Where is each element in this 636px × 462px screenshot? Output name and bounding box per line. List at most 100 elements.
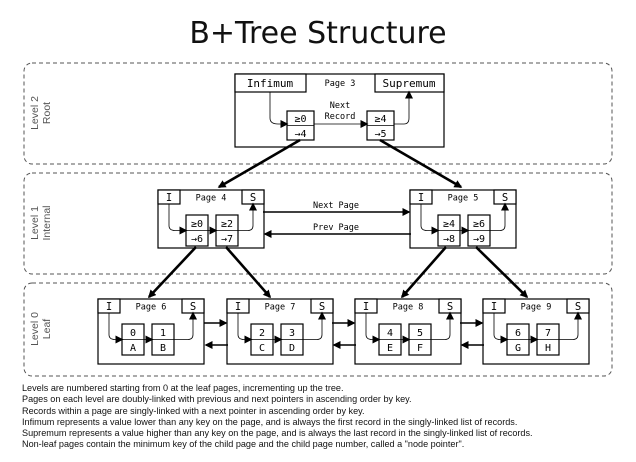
prev-page-label: Prev Page (313, 223, 359, 233)
internal-supremum-arrow (238, 202, 257, 231)
root-record-to-supremum-arrow (394, 90, 413, 125)
svg-text:Level 0: Level 0 (29, 312, 41, 346)
leaf-record-key: 0 (130, 328, 136, 339)
internal-page-label: Page 5 (448, 194, 479, 204)
root-infimum-label: Infimum (247, 77, 294, 90)
leaf-infimum-label: I (106, 301, 112, 313)
internal-supremum-arrow (490, 202, 509, 231)
leaf-infimum-arrow (108, 313, 124, 344)
note-line: Supremum represents a value higher than … (22, 428, 533, 439)
leaf-page-label: Page 8 (393, 303, 424, 313)
root-supremum-label: Supremum (383, 77, 436, 90)
leaf-record-val: F (417, 343, 423, 354)
internal-page: I Page 4 S ≥0 →6 ≥2 →7 (157, 189, 265, 249)
next-record-label-line2: Record (325, 112, 356, 122)
leaf-infimum-arrow (365, 313, 381, 344)
tree-edges (147, 138, 529, 299)
level-0-label: Level 0 Leaf (29, 312, 53, 346)
leaf-supremum-label: S (447, 301, 453, 313)
internal-record-key: ≥2 (221, 219, 233, 230)
leaf-infimum-label: I (491, 301, 497, 313)
leaf-record-key: 3 (289, 328, 295, 339)
internal-record-key: ≥6 (473, 219, 485, 230)
leaf-page: I Page 8 S 4E 5F (354, 298, 462, 365)
leaf-record-val: E (387, 343, 393, 354)
leaf-record-key: 1 (160, 328, 166, 339)
svg-text:Root: Root (41, 102, 53, 124)
level-1-label: Level 1 Internal (29, 205, 53, 240)
leaf-record-val: G (515, 343, 521, 354)
leaf-supremum-arrow (303, 311, 326, 340)
level-0-container (23, 282, 613, 377)
diagram-title: B+Tree Structure (189, 16, 446, 51)
leaf-page: I Page 7 S 2C 3D (226, 298, 334, 365)
leaf-supremum-label: S (575, 301, 581, 313)
edge-root-to-page-5 (379, 138, 463, 189)
leaf-supremum-arrow (431, 311, 454, 340)
internal-record-key: ≥4 (443, 219, 455, 230)
svg-text:Level 2: Level 2 (29, 96, 41, 130)
level-1-container (23, 172, 613, 275)
internal-record-key: ≥0 (191, 219, 203, 230)
edge-root-to-page-4 (217, 138, 301, 189)
leaf-page-label: Page 7 (265, 303, 296, 313)
level-2-label: Level 2 Root (29, 96, 53, 130)
root-infimum-to-record-arrow (269, 92, 289, 128)
internal-infimum-arrow (168, 204, 188, 235)
root-page-label: Page 3 (325, 79, 356, 89)
leaf-infimum-label: I (235, 301, 241, 313)
leaf-record-val: C (259, 343, 265, 354)
root-record-1-ptr: →4 (294, 129, 306, 140)
internal-sibling-links: Next Page Prev Page (263, 201, 411, 238)
root-record-2-key: ≥4 (374, 114, 386, 125)
leaf-record-val: H (545, 343, 551, 354)
next-page-label: Next Page (313, 201, 359, 211)
leaf-record-val: D (289, 343, 295, 354)
internal-supremum-label: S (250, 192, 256, 204)
note-line: Infimum represents a value lower than an… (22, 416, 518, 427)
leaf-supremum-arrow (174, 311, 197, 340)
internal-record-ptr: →9 (473, 234, 485, 245)
internal-record-ptr: →8 (443, 234, 455, 245)
level-2-container (23, 62, 613, 165)
leaf-sibling-links (204, 319, 484, 349)
leaf-record-val: A (130, 343, 136, 354)
leaf-supremum-arrow (559, 311, 582, 340)
root-record-1-key: ≥0 (294, 114, 306, 125)
internal-record-ptr: →6 (191, 234, 203, 245)
edge-page-5-to-page-9 (475, 246, 529, 299)
explanation-notes: Levels are numbered starting from 0 at t… (22, 383, 632, 451)
root-page: Infimum Page 3 Supremum ≥0 →4 ≥4 →5 Next… (234, 73, 445, 148)
svg-text:Leaf: Leaf (41, 319, 53, 340)
leaf-page-label: Page 6 (136, 303, 167, 313)
internal-infimum-arrow (420, 204, 440, 235)
note-line: Non-leaf pages contain the minimum key o… (22, 439, 465, 450)
leaf-record-key: 6 (515, 328, 521, 339)
leaf-record-key: 4 (387, 328, 393, 339)
leaf-page: I Page 9 S 6G 7H (482, 298, 590, 365)
leaf-infimum-arrow (493, 313, 509, 344)
next-record-label-line1: Next (330, 101, 350, 111)
leaf-infimum-arrow (237, 313, 253, 344)
internal-infimum-label: I (166, 192, 172, 204)
internal-record-ptr: →7 (221, 234, 233, 245)
edge-page-4-to-page-7 (225, 246, 271, 299)
internal-page-label: Page 4 (196, 194, 227, 204)
leaf-page-label: Page 9 (521, 303, 552, 313)
svg-text:Internal: Internal (41, 205, 53, 240)
note-line: Levels are numbered starting from 0 at t… (22, 383, 344, 393)
leaf-infimum-label: I (363, 301, 369, 313)
leaf-page: I Page 6 S 0A 1B (97, 298, 205, 365)
internal-infimum-label: I (418, 192, 424, 204)
leaf-supremum-label: S (319, 301, 325, 313)
note-line: Records within a page are singly-linked … (22, 405, 365, 416)
note-line: Pages on each level are doubly-linked wi… (22, 394, 412, 405)
svg-text:Level 1: Level 1 (29, 206, 41, 240)
leaf-record-key: 5 (417, 328, 423, 339)
edge-page-5-to-page-8 (401, 246, 447, 299)
leaf-supremum-label: S (190, 301, 196, 313)
leaf-record-val: B (160, 343, 166, 354)
leaf-record-key: 2 (259, 328, 265, 339)
leaf-record-key: 7 (545, 328, 551, 339)
